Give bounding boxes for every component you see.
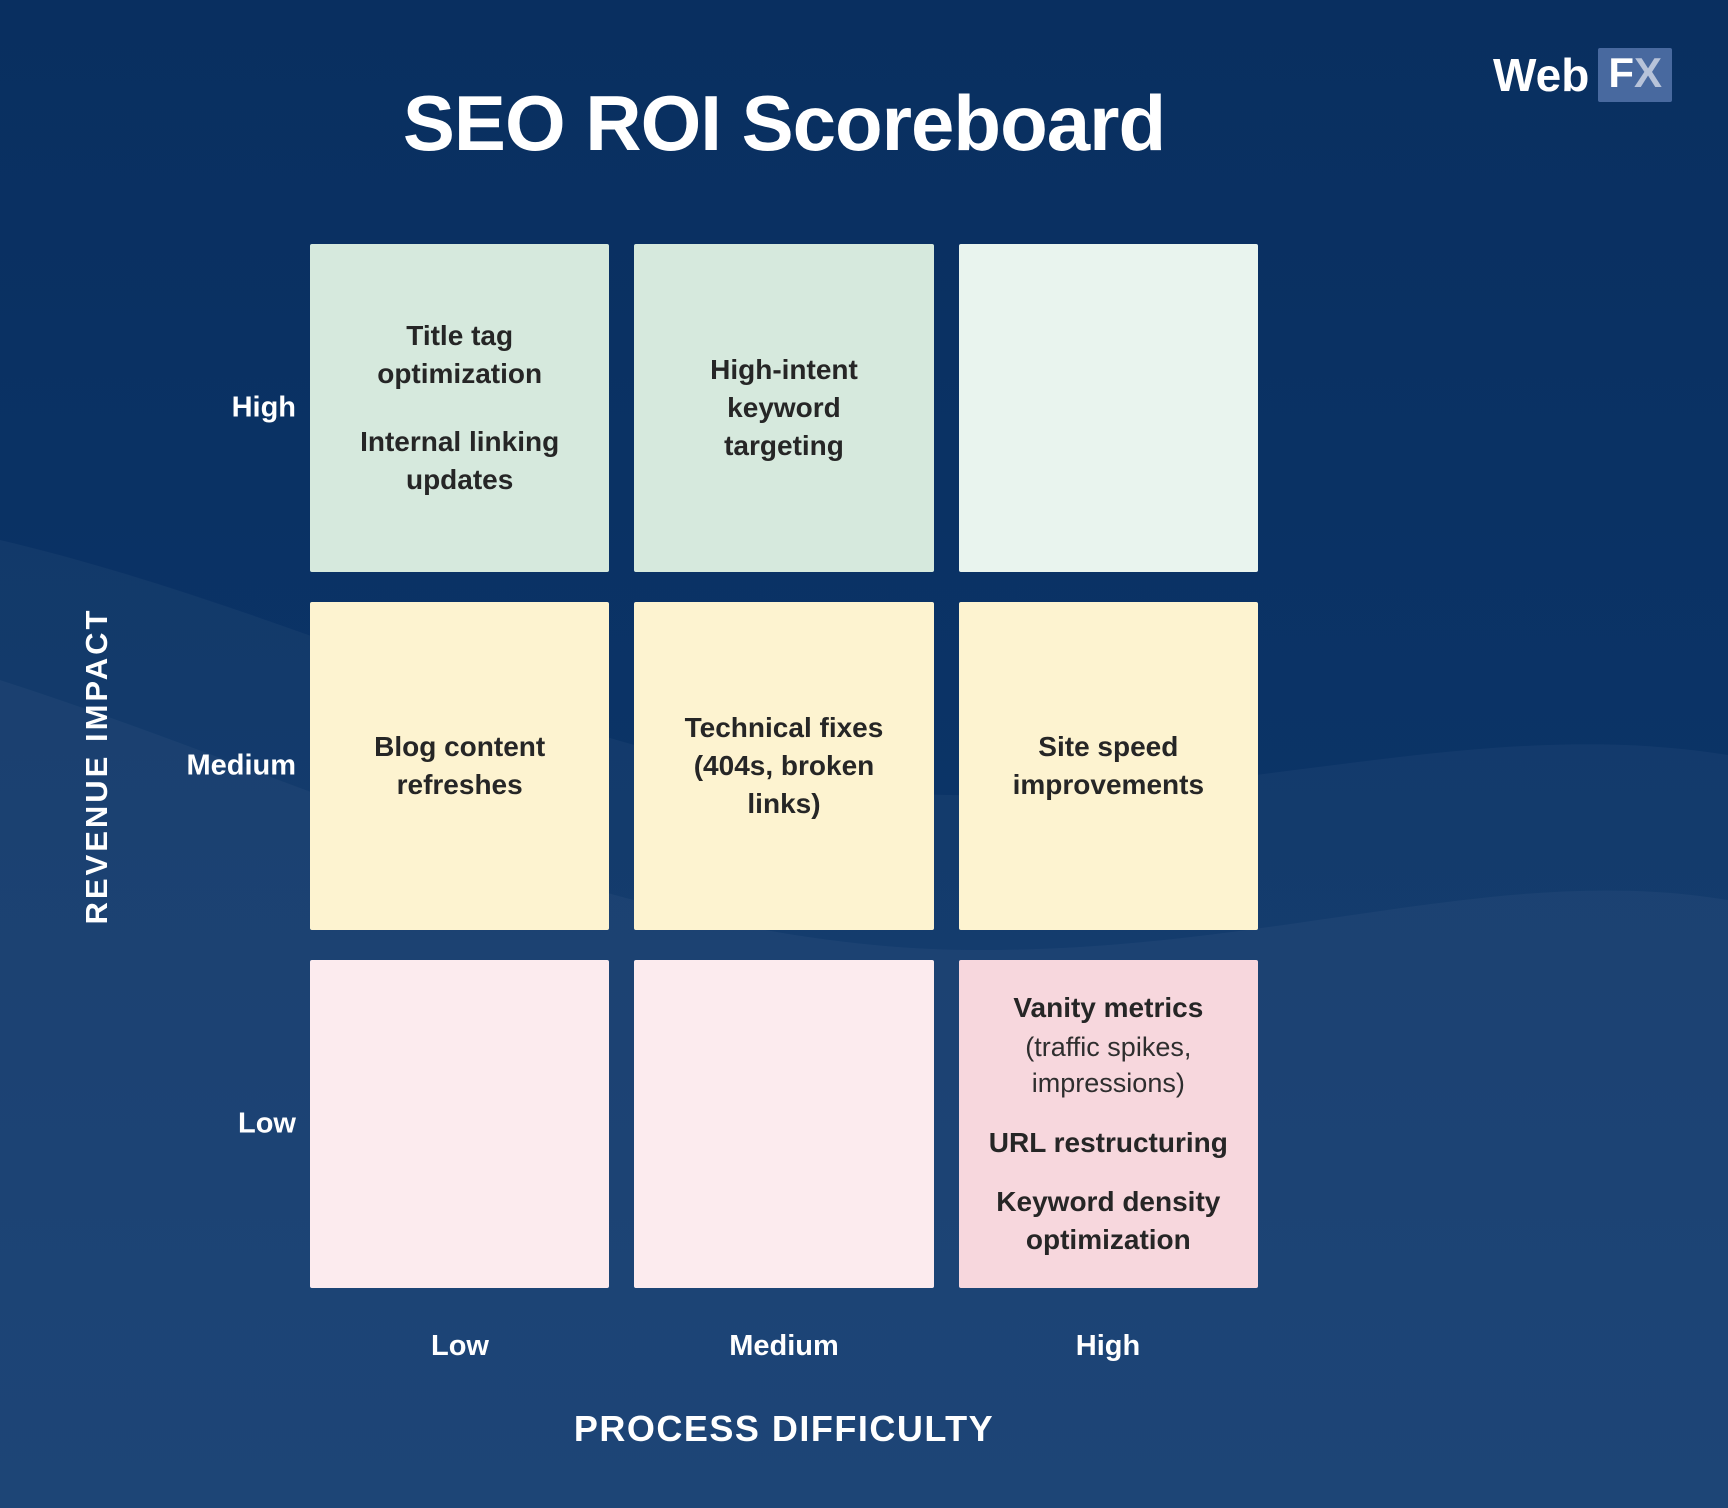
matrix-cell-medium-impact-high-difficulty: Site speed improvements: [958, 602, 1258, 930]
page-title: SEO ROI Scoreboard: [402, 79, 1166, 167]
matrix-cell-high-impact-medium-difficulty: High-intent keyword targeting: [634, 244, 934, 572]
webfx-badge-letter-f: F: [1608, 49, 1634, 96]
matrix-item: Technical fixes (404s, broken links): [684, 712, 884, 819]
matrix-item-group: Vanity metrics (traffic spikes, impressi…: [985, 989, 1232, 1102]
matrix-cell-medium-impact-medium-difficulty: Technical fixes (404s, broken links): [634, 602, 934, 930]
y-tick-high: High: [231, 391, 296, 424]
matrix-cell-high-impact-high-difficulty-empty: [958, 244, 1258, 572]
x-tick-medium: Medium: [729, 1330, 839, 1362]
x-axis-title: PROCESS DIFFICULTY: [573, 1408, 995, 1449]
matrix-item: Internal linking updates: [360, 426, 560, 495]
webfx-logo-text: Web: [1493, 49, 1590, 101]
matrix-cell-high-impact-low-difficulty: Title tag optimization Internal linking …: [310, 244, 610, 572]
matrix-cell-low-impact-high-difficulty: Vanity metrics (traffic spikes, impressi…: [958, 960, 1258, 1288]
matrix-cell-medium-impact-low-difficulty: Blog content refreshes: [310, 602, 610, 930]
matrix-item: Site speed improvements: [1012, 731, 1205, 800]
matrix-item: Title tag optimization: [377, 320, 543, 390]
x-tick-high: High: [1075, 1330, 1141, 1362]
matrix-item: URL restructuring: [988, 1126, 1228, 1158]
matrix-grid: Title tag optimization Internal linking …: [310, 244, 1258, 1288]
matrix-cell-low-impact-low-difficulty-empty: [310, 960, 610, 1288]
webfx-badge-letter-x: X: [1633, 49, 1662, 96]
matrix-item: High-intent keyword targeting: [710, 354, 858, 461]
matrix-cell-low-impact-medium-difficulty-empty: [634, 960, 934, 1288]
matrix-item: Keyword density optimization: [996, 1186, 1221, 1256]
y-tick-low: Low: [238, 1107, 296, 1140]
x-tick-low: Low: [431, 1330, 489, 1362]
matrix-item-subtext: (traffic spikes, impressions): [1025, 1031, 1192, 1099]
matrix-item: Blog content refreshes: [374, 731, 546, 800]
y-tick-medium: Medium: [186, 749, 296, 782]
matrix-item: Vanity metrics: [1013, 991, 1204, 1023]
